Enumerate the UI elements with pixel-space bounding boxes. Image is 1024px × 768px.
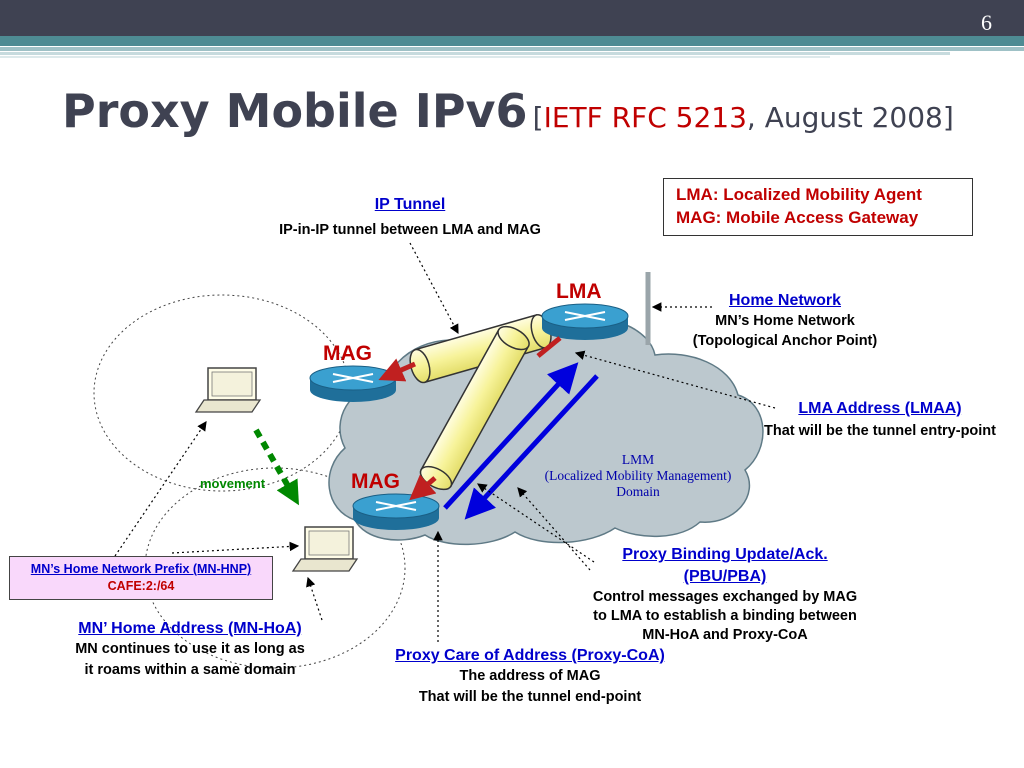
title-reference: [IETF RFC 5213, August 2008] — [533, 101, 954, 134]
lmaa-annotation: LMA Address (LMAA) That will be the tunn… — [740, 400, 1020, 439]
title-date: , August 2008] — [746, 101, 954, 134]
lmm-line: (Localized Mobility Management) — [544, 468, 732, 483]
ip-tunnel-diagonal — [419, 325, 530, 491]
legend-lma: LMA: Localized Mobility Agent — [676, 185, 922, 204]
header-stripe — [0, 36, 1024, 46]
header-stripe — [0, 52, 950, 55]
lmaa-title[interactable]: LMA Address (LMAA) — [798, 400, 962, 417]
pba-arrow — [464, 374, 599, 520]
mn-hoa-title[interactable]: MN’ Home Address (MN-HoA) — [78, 620, 302, 637]
mag-top-label: MAG — [323, 342, 372, 365]
lmaa-desc: That will be the tunnel entry-point — [764, 423, 996, 439]
legend-mag: MAG: Mobile Access Gateway — [676, 208, 919, 227]
slide-number: 6 — [981, 10, 992, 35]
ip-tunnel-annotation: IP Tunnel — [310, 196, 510, 214]
lma-label: LMA — [556, 280, 602, 303]
pointer-hnp-top — [114, 421, 207, 557]
tunnel-end-arrow — [409, 474, 437, 501]
home-network-annotation: Home Network MN’s Home Network (Topologi… — [680, 292, 890, 351]
home-network-line2: (Topological Anchor Point) — [692, 333, 878, 349]
laptop-icon — [194, 367, 262, 413]
title-bracket: [ — [532, 101, 544, 134]
rfc-reference: IETF RFC 5213 — [543, 101, 747, 134]
router-mag-bottom — [352, 493, 440, 530]
pbu-arrow — [443, 362, 579, 510]
pointer-pbu — [477, 483, 595, 563]
pbu-line2: to LMA to establish a binding between — [593, 608, 857, 624]
header-bar — [0, 0, 1024, 36]
pbu-annotation: Proxy Binding Update/Ack. (PBU/PBA) Cont… — [560, 544, 890, 645]
lmm-line: Domain — [616, 484, 660, 499]
ip-tunnel-desc: IP-in-IP tunnel between LMA and MAG — [279, 222, 541, 238]
proxy-coa-line1: The address of MAG — [459, 668, 601, 684]
proxy-coa-line2: That will be the tunnel end-point — [418, 689, 642, 705]
mn-hnp-box: MN’s Home Network Prefix (MN-HNP) CAFE:2… — [9, 556, 273, 600]
home-network-title[interactable]: Home Network — [728, 292, 842, 309]
pointer-ip-tunnel — [409, 242, 459, 335]
lmm-domain-label: LMM (Localized Mobility Management) Doma… — [510, 452, 766, 500]
slide-title: Proxy Mobile IPv6 [IETF RFC 5213, August… — [62, 84, 954, 138]
header-stripe — [0, 47, 1024, 51]
mn-hoa-line2: it roams within a same domain — [84, 662, 296, 678]
pointer-mn-hoa — [306, 576, 323, 621]
pbu-title[interactable]: Proxy Binding Update/Ack. — [622, 546, 828, 563]
title-main: Proxy Mobile IPv6 — [62, 84, 528, 138]
pointer-hnp-bottom — [171, 541, 300, 554]
movement-label: movement — [200, 476, 266, 491]
mn-hoa-line1: MN continues to use it as long as — [75, 641, 305, 657]
pbu-line1: Control messages exchanged by MAG — [592, 589, 858, 605]
pbu-line3: MN-HoA and Proxy-CoA — [642, 627, 808, 643]
tunnel-end-arrow — [378, 358, 417, 382]
laptop-icon — [291, 526, 359, 572]
mn-hoa-annotation: MN’ Home Address (MN-HoA) MN continues t… — [40, 619, 340, 681]
mag-coverage-bottom — [144, 467, 406, 669]
tunnel-end-arrow — [536, 336, 562, 358]
mn-hnp-title[interactable]: MN’s Home Network Prefix (MN-HNP) — [30, 562, 252, 576]
proxy-coa-title[interactable]: Proxy Care of Address (Proxy-CoA) — [395, 647, 665, 664]
router-mag-top — [309, 365, 397, 402]
router-lma — [541, 303, 629, 340]
pba-title[interactable]: (PBU/PBA) — [683, 568, 767, 585]
pointer-pba — [517, 487, 591, 571]
lmm-line: LMM — [621, 452, 655, 467]
acronym-legend: LMA: Localized Mobility Agent MAG: Mobil… — [663, 178, 973, 236]
header-stripe — [0, 56, 830, 58]
mn-hnp-value: CAFE:2:/64 — [107, 579, 175, 593]
home-network-line1: MN’s Home Network — [715, 313, 855, 329]
ip-tunnel-title[interactable]: IP Tunnel — [374, 196, 446, 213]
mag-bottom-label: MAG — [351, 470, 400, 493]
proxy-coa-annotation: Proxy Care of Address (Proxy-CoA) The ad… — [350, 646, 710, 708]
